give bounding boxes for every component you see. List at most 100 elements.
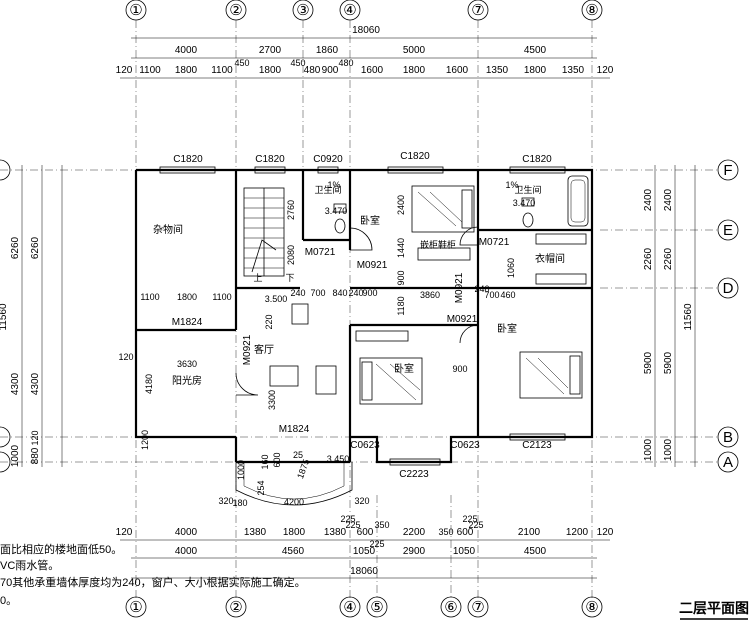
dim-top-r2-13: 1350 — [486, 65, 509, 76]
note-1: 面比相应的楼地面低50。 — [0, 542, 122, 556]
level-3500: 3.500 — [265, 294, 288, 304]
note-4: 0。 — [0, 595, 17, 607]
dim-top-r2-3: 1100 — [211, 65, 233, 76]
room-bed-2: 卧室 — [394, 362, 414, 375]
door-m0921-4: M0921 — [242, 334, 253, 365]
stair-dim-1: 2760 — [286, 200, 296, 220]
idim-1180: 1180 — [396, 296, 406, 315]
window-c1820-1: C1820 — [173, 154, 203, 165]
dim-bot-r1-11: 225 — [468, 520, 483, 530]
dim-bot-r1-2: 1380 — [244, 527, 267, 538]
axis-D: D — [723, 280, 734, 297]
room-labels: 杂物间 阳光房 卫生间 卫生间 卧室 卧室 卧室 衣帽间 客厅 — [153, 184, 565, 387]
idim-4180: 4180 — [144, 374, 154, 394]
room-bath-1: 卫生间 — [314, 184, 341, 195]
axis-7-bottom: ⑦ — [471, 599, 484, 616]
axis-2-top: ② — [229, 2, 242, 19]
room-bath-2: 卫生间 — [514, 184, 541, 195]
dim-left-1: 6260 — [30, 236, 41, 259]
idim-3860: 3860 — [420, 290, 440, 300]
dim-left-2: 4300 — [10, 372, 21, 395]
room-closet: 衣帽间 — [535, 252, 565, 265]
dim-top-r2-5: 1800 — [259, 65, 282, 76]
idim-900c: 900 — [452, 364, 467, 374]
dim-top-r2-11: 1800 — [403, 65, 426, 76]
idim-25: 25 — [293, 450, 303, 460]
dim-bot-r1-9: 350 — [438, 527, 453, 537]
window-c1820-2: C1820 — [255, 154, 285, 165]
stair-down-label: 下 — [285, 273, 294, 283]
stair-dim-2: 2080 — [286, 245, 296, 265]
dim-bot-r1-6: 600 — [357, 527, 374, 538]
axis-2-bottom: ② — [229, 599, 242, 616]
toilet-icon — [333, 203, 347, 234]
idim-220: 220 — [264, 314, 274, 329]
dim-bot-r2-3: 2900 — [403, 546, 426, 557]
dim-bot-r1-8: 2200 — [403, 527, 426, 538]
dim-top-r2-15: 1350 — [562, 65, 585, 76]
door-m0921-3: M0921 — [447, 314, 478, 325]
note-3: 70其他承重墙体厚度均为240，窗户、大小根据实际施工确定。 — [0, 575, 306, 589]
grid-lines — [0, 20, 720, 598]
idim-1200: 1200 — [140, 430, 150, 450]
windows: C1820 C1820 C0920 C1820 C1820 C0623 C222… — [159, 151, 566, 480]
dim-top-r2-9: 480 — [338, 58, 353, 68]
window-c1820-4: C1820 — [522, 154, 552, 165]
bay-dim-320a: 320 — [218, 496, 233, 506]
axis-4-top: ④ — [343, 2, 356, 19]
dim-top-r2-1: 1100 — [139, 65, 161, 76]
dim-bot-r1-14: 120 — [597, 527, 614, 538]
dims-right: 2400 2400 2260 2260 5900 5900 1000 1000 … — [643, 165, 696, 467]
dim-top-1: 4000 — [175, 45, 198, 56]
axis-6-bottom: ⑥ — [444, 599, 457, 616]
dim-top-r2-7: 480 — [304, 65, 321, 76]
dim-left-4: 1000 — [10, 444, 21, 467]
bay-dim-180: 180 — [232, 498, 247, 508]
furniture — [269, 175, 589, 405]
dim-top-r2-8: 900 — [322, 65, 339, 76]
idim-240c: 240 — [474, 284, 489, 294]
dim-top-r2-10: 1600 — [361, 65, 384, 76]
dim-top-5: 4500 — [524, 45, 547, 56]
idim-1100a: 1100 — [140, 292, 159, 302]
dim-top-r2-0: 120 — [116, 65, 133, 76]
note-2: VC雨水管。 — [0, 558, 59, 572]
dim-top-total: 18060 — [352, 25, 380, 36]
dim-right-3: 2260 — [663, 247, 674, 270]
idim-1100b: 1100 — [212, 292, 231, 302]
sofa-icon — [269, 303, 337, 395]
dim-right-4: 5900 — [643, 351, 654, 374]
room-bed-3: 卧室 — [497, 322, 517, 335]
wardrobe-icon — [355, 233, 587, 342]
dim-top-r2-12: 1600 — [446, 65, 469, 76]
dim-bot-r2-1: 4560 — [282, 546, 305, 557]
level-3450: 3.450 — [327, 454, 350, 464]
door-m0721-2: M0721 — [479, 237, 510, 248]
dim-bot-r1-7: 350 — [374, 520, 389, 530]
axis-E: E — [723, 222, 733, 239]
level-3470-a: 3.470 — [325, 206, 348, 216]
dim-left-3: 4300 — [30, 372, 41, 395]
door-m0921-1: M0921 — [357, 260, 388, 271]
idim-1800: 1800 — [177, 292, 197, 302]
door-m1824-1: M1824 — [172, 317, 203, 328]
interior-dims: 2400 1440 1060 1180 900 3860 240 700 840… — [140, 195, 516, 524]
dims-top: 18060 4000 2700 1860 5000 4500 120 1100 … — [116, 25, 614, 79]
dim-left-7: 120 — [118, 352, 133, 362]
idim-225a: 225 — [340, 514, 355, 524]
dim-left-0: 6260 — [10, 236, 21, 259]
idim-900b: 900 — [362, 288, 377, 298]
dim-bot-r1-5: 225 — [345, 520, 360, 530]
axis-bubbles-right: F E D B A — [717, 159, 739, 473]
room-storage: 杂物间 — [153, 223, 183, 236]
slope-1pct-a: 1% — [327, 180, 340, 190]
idim-1060: 1060 — [506, 258, 516, 278]
dim-bot-r2-2: 1050 — [353, 546, 376, 557]
dim-bot-r1-12: 2100 — [518, 527, 541, 538]
axis-3-top: ③ — [296, 2, 309, 19]
dim-top-2: 2700 — [259, 45, 282, 56]
axis-bubbles-left-partial — [0, 159, 11, 473]
dim-bot-extra: 225 — [369, 539, 384, 549]
dims-left: 6260 6260 4300 4300 1000 880 120 120 115… — [0, 165, 134, 467]
dim-right-0: 2400 — [643, 188, 654, 211]
